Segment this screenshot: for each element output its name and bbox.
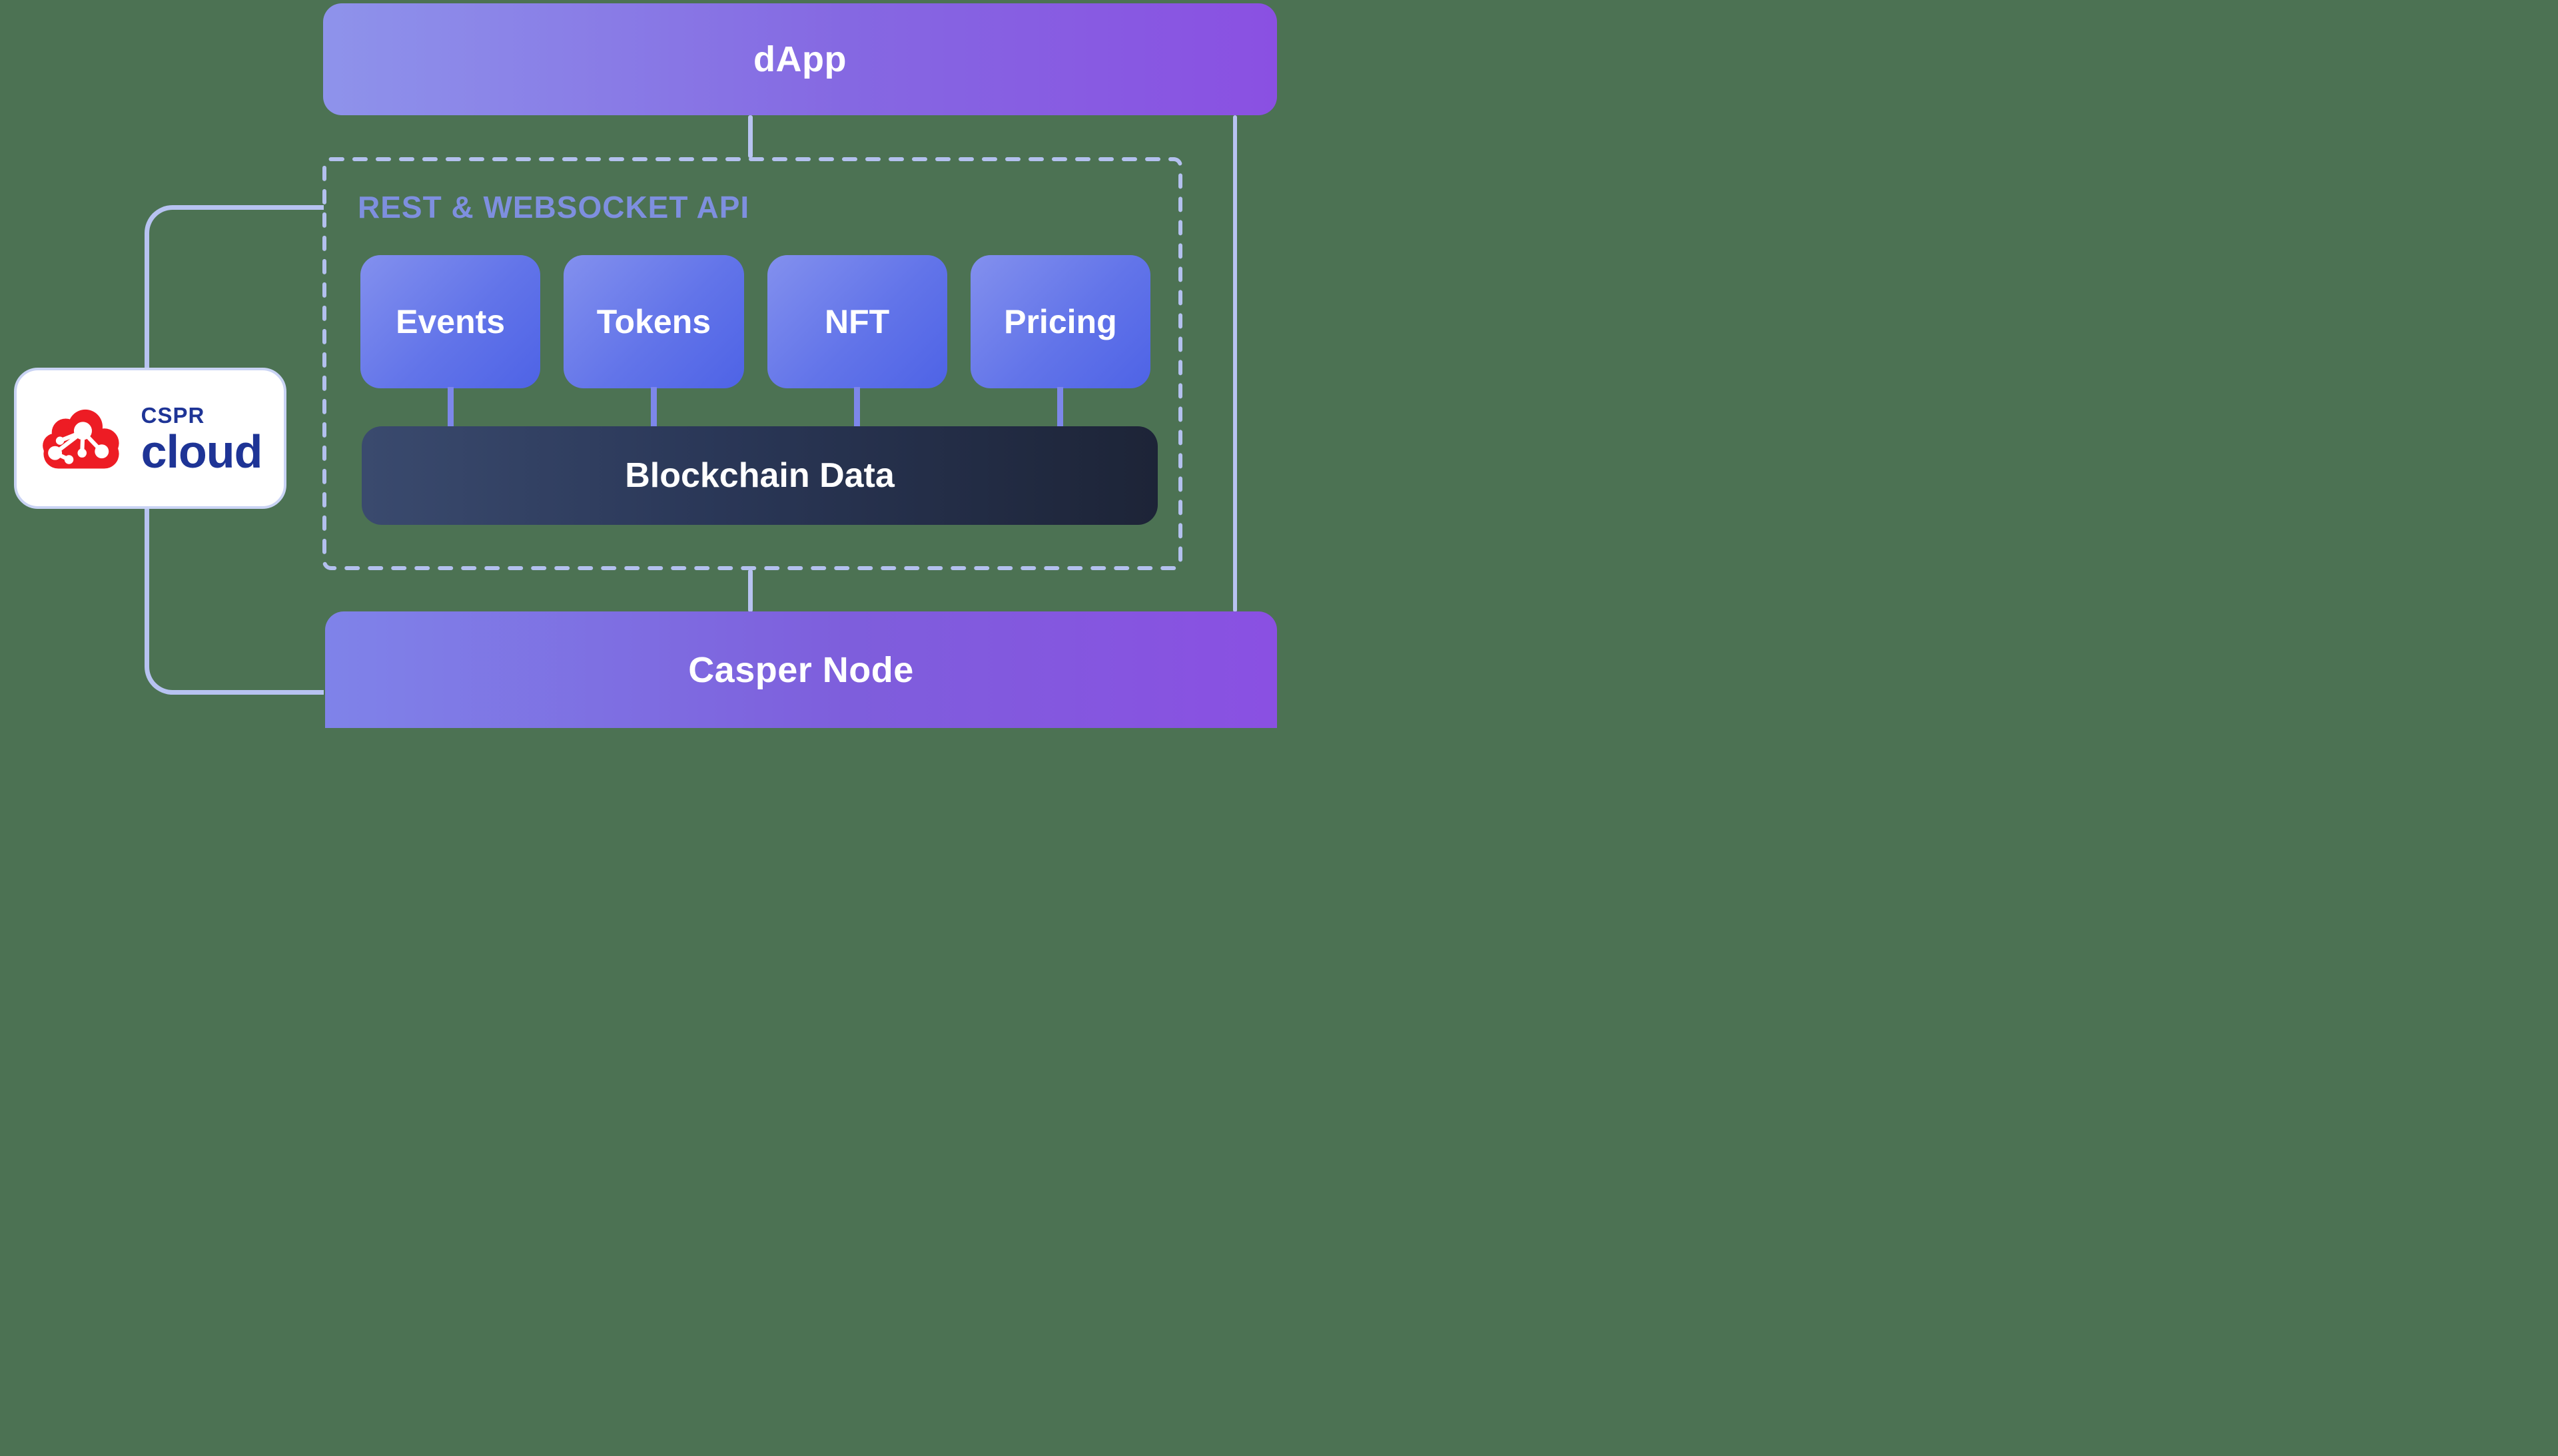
service-box-tokens: Tokens — [564, 255, 744, 388]
service-box-pricing: Pricing — [970, 255, 1150, 388]
brand-cspr-text: CSPR — [141, 402, 205, 428]
blockchain-data-label: Blockchain Data — [625, 456, 895, 495]
right-connector-line — [1233, 115, 1237, 612]
service-box-events-label: Events — [396, 303, 506, 340]
dapp-to-api-connector — [748, 115, 753, 158]
events-stem-line — [448, 387, 454, 427]
cspr-cloud-logo-icon — [42, 409, 119, 469]
blockchain-data-bar: Blockchain Data — [362, 426, 1158, 525]
brand-cloud-text: cloud — [141, 425, 263, 478]
casper-node-banner-label: Casper Node — [688, 649, 914, 690]
cspr-cloud-card: CSPR cloud — [14, 368, 286, 509]
dapp-banner-label: dApp — [753, 39, 847, 79]
pricing-stem-line — [1057, 387, 1063, 427]
service-box-tokens-label: Tokens — [596, 303, 711, 340]
service-box-pricing-label: Pricing — [1004, 303, 1117, 340]
api-to-casper-connector — [748, 569, 753, 612]
nft-stem-line — [854, 387, 860, 427]
service-box-nft-label: NFT — [825, 303, 890, 340]
rest-websocket-api-region: REST & WEBSOCKET API Events Tokens NFT P… — [322, 157, 1182, 570]
service-box-nft: NFT — [767, 255, 947, 388]
dapp-banner: dApp — [323, 3, 1277, 115]
service-box-events: Events — [360, 255, 541, 388]
tokens-stem-line — [651, 387, 657, 427]
brand-text-block: CSPR cloud — [141, 402, 263, 478]
diagram-canvas: dApp Casper Node REST & WEBSOCKET API Ev… — [0, 0, 1279, 728]
service-box-row: Events Tokens NFT Pricing — [360, 255, 1150, 388]
api-region-title: REST & WEBSOCKET API — [358, 190, 750, 224]
dashed-border — [322, 157, 1182, 570]
casper-node-banner: Casper Node — [325, 611, 1277, 728]
